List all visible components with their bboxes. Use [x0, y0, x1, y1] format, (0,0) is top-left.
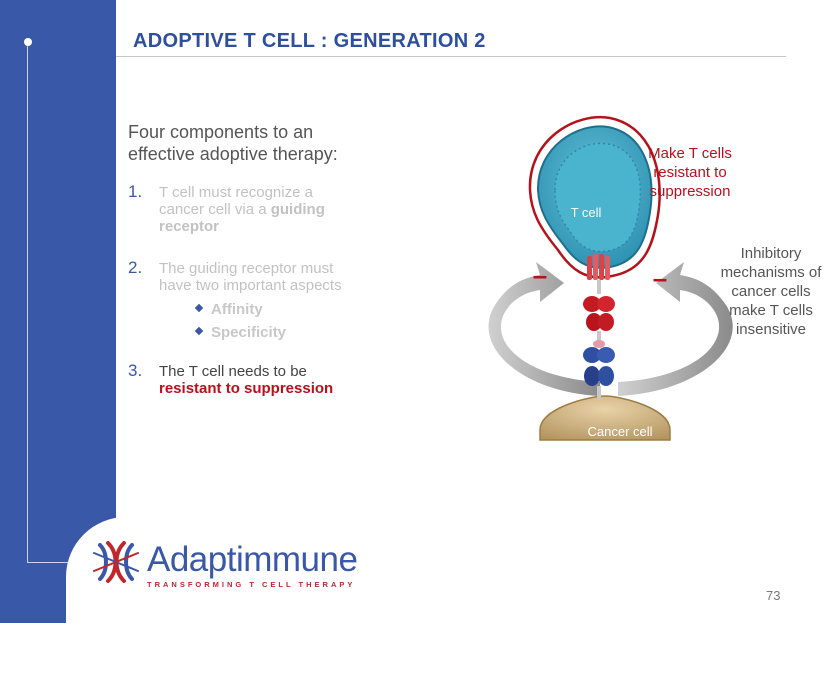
tcell-diagram: – –	[488, 115, 733, 441]
logo-tagline: TRANSFORMING T CELL THERAPY	[147, 580, 356, 589]
list-number: 2.	[128, 258, 143, 277]
list-text: The guiding receptor must have two impor…	[159, 260, 342, 294]
list-text: The T cell needs to be resistant to supp…	[159, 363, 334, 397]
tcell-label: T cell	[570, 205, 602, 220]
list-number: 3.	[128, 361, 143, 380]
minus-right: –	[653, 263, 667, 293]
minus-left: –	[533, 260, 547, 290]
cancer-cell-label: Cancer cell	[587, 424, 653, 439]
tcell-nucleus	[554, 142, 642, 253]
sidebar-horizontal-line	[27, 562, 97, 563]
tcr-receptor	[583, 254, 615, 400]
list-number: 1.	[128, 182, 143, 201]
page-number: 73	[766, 588, 781, 603]
sidebar-dot	[24, 38, 32, 46]
intro-text: Four components to an effective adoptive…	[128, 122, 338, 164]
sidebar-vertical-line	[27, 42, 28, 562]
right-arrow	[618, 262, 733, 396]
label-resistant-to-suppression: Make T cells resistant to suppression	[648, 145, 732, 200]
slide-title: ADOPTIVE T CELL : GENERATION 2	[133, 30, 486, 52]
cancer-cell	[539, 395, 671, 441]
list-text: T cell must recognize a cancer cell via …	[159, 184, 325, 235]
adaptimmune-logo-icon	[93, 541, 139, 583]
logo-wordmark: Adaptimmune	[147, 540, 358, 579]
left-arrow	[488, 262, 600, 396]
title-divider	[116, 56, 786, 57]
label-inhibitory-mechanisms: Inhibitory mechanisms of cancer cells ma…	[720, 245, 822, 338]
left-sidebar	[0, 0, 116, 623]
